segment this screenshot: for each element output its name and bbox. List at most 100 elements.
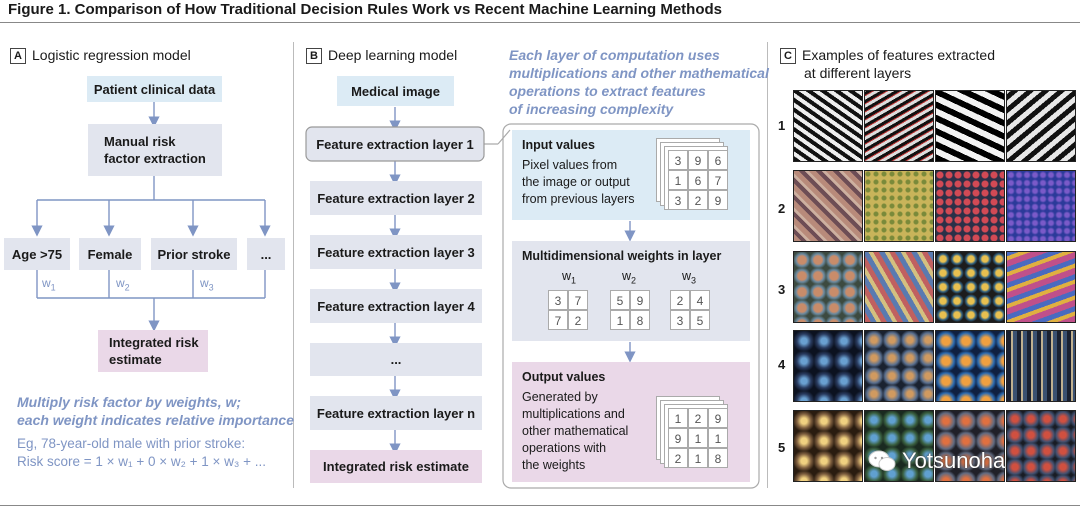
panel-c-letter: C [780, 48, 796, 64]
row-number-1: 1 [778, 118, 786, 133]
patient-data-box: Patient clinical data [87, 76, 222, 102]
output-cell: 8 [708, 448, 728, 468]
layer-4-label: Feature extraction layer 4 [317, 298, 475, 314]
w1-cell: 7 [548, 310, 568, 330]
row-number-3: 3 [778, 282, 786, 297]
input-cell: 1 [668, 170, 688, 190]
factor-box-ellipsis: ... [247, 238, 285, 270]
input-cell: 6 [708, 150, 728, 170]
factor-label-female: Female [87, 246, 133, 262]
weights-section: Multidimensional weights in layer w1 w2 … [512, 241, 750, 341]
panel-b-letter: B [306, 48, 322, 64]
w3-cell: 5 [690, 310, 710, 330]
weight-name-1: w1 [562, 269, 577, 286]
input-grid: 3 9 6 1 6 7 3 2 9 [656, 138, 736, 218]
feature-image-r1c2 [864, 90, 934, 162]
integrated-b-label: Integrated risk estimate [323, 459, 469, 474]
w1-cell: 7 [568, 290, 588, 310]
w2-cell: 9 [630, 290, 650, 310]
layer-2-label: Feature extraction layer 2 [317, 190, 475, 206]
feature-image-r2c4 [1006, 170, 1076, 242]
row-number-2: 2 [778, 201, 786, 216]
layer-n-box: Feature extraction layer n [310, 396, 482, 430]
input-values-title: Input values [522, 138, 595, 152]
medical-image-box: Medical image [337, 76, 454, 106]
watermark: Yotsunoha [868, 448, 1005, 474]
example-note: Eg, 78-year-old male with prior stroke: … [17, 436, 267, 469]
panel-c-title-line1: Examples of features extracted [802, 47, 995, 63]
feature-image-r1c4 [1006, 90, 1076, 162]
feature-image-r5c2 [864, 410, 934, 482]
feature-image-r4c2 [864, 330, 934, 402]
input-cell: 9 [688, 150, 708, 170]
input-cell: 3 [668, 150, 688, 170]
feature-image-r3c2 [864, 251, 934, 323]
factor-label-age: Age >75 [11, 246, 63, 262]
row-number-5: 5 [778, 440, 786, 455]
weight-name-2: w2 [622, 269, 637, 286]
output-cell: 2 [668, 448, 688, 468]
panel-c-title-line2: at different layers [804, 65, 912, 81]
wechat-icon [868, 450, 896, 472]
panel-a-title: Logistic regression model [32, 47, 191, 63]
input-cell: 6 [688, 170, 708, 190]
factor-box-prior-stroke: Prior stroke [151, 238, 237, 270]
feature-image-r2c1 [793, 170, 863, 242]
w1-cell: 3 [548, 290, 568, 310]
feature-image-r4c4 [1006, 330, 1076, 402]
layer-4-box: Feature extraction layer 4 [310, 289, 482, 323]
feature-image-r5c4 [1006, 410, 1076, 482]
weight-name-3: w3 [682, 269, 697, 286]
input-cell: 7 [708, 170, 728, 190]
integrated-a-line1: Integrated risk [109, 335, 199, 350]
output-values-section: Output values Generated by multiplicatio… [512, 362, 750, 482]
layer-3-box: Feature extraction layer 3 [310, 235, 482, 269]
output-cell: 1 [688, 428, 708, 448]
input-cell: 3 [668, 190, 688, 210]
input-cell: 9 [708, 190, 728, 210]
weight-label-3: w3 [200, 276, 214, 293]
w3-cell: 3 [670, 310, 690, 330]
patient-data-label: Patient clinical data [93, 81, 216, 97]
w2-cell: 8 [630, 310, 650, 330]
manual-extraction-line2: factor extraction [104, 151, 206, 166]
factor-label-prior-stroke: Prior stroke [157, 246, 231, 262]
watermark-text: Yotsunoha [902, 448, 1006, 473]
feature-image-r3c4 [1006, 251, 1076, 323]
feature-image-r3c1 [793, 251, 863, 323]
factor-box-age: Age >75 [4, 238, 70, 270]
weights-title: Multidimensional weights in layer [522, 249, 722, 263]
w1-cell: 2 [568, 310, 588, 330]
panel-b-caption: Each layer of computation uses multiplic… [509, 47, 769, 117]
feature-image-r1c3 [935, 90, 1005, 162]
panel-a-letter: A [10, 48, 26, 64]
factor-box-female: Female [79, 238, 141, 270]
output-cell: 1 [708, 428, 728, 448]
output-cell: 9 [708, 408, 728, 428]
integrated-risk-box-b: Integrated risk estimate [310, 450, 482, 483]
feature-image-r2c3 [935, 170, 1005, 242]
integrated-a-line2: estimate [109, 352, 162, 367]
output-cell: 1 [668, 408, 688, 428]
weights-note: Multiply risk factor by weights, w; each… [17, 394, 294, 428]
feature-image-r5c3 [935, 410, 1005, 482]
output-cell: 9 [668, 428, 688, 448]
w3-cell: 4 [690, 290, 710, 310]
manual-extraction-line1: Manual risk [104, 134, 176, 149]
layer-3-label: Feature extraction layer 3 [317, 244, 475, 260]
layer-1-box: Feature extraction layer 1 [306, 127, 484, 161]
input-values-text: Pixel values from the image or output fr… [522, 158, 635, 206]
panel-a-header: A Logistic regression model [10, 46, 191, 64]
w3-cell: 2 [670, 290, 690, 310]
layer-ellipsis-box: ... [310, 343, 482, 376]
divider-bc [767, 42, 768, 488]
feature-image-r3c3 [935, 251, 1005, 323]
layer-ellipsis-label: ... [390, 352, 402, 367]
feature-image-r4c1 [793, 330, 863, 402]
feature-image-r5c1 [793, 410, 863, 482]
feature-image-r2c2 [864, 170, 934, 242]
weight-label-2: w2 [116, 276, 130, 293]
output-cell: 1 [688, 448, 708, 468]
